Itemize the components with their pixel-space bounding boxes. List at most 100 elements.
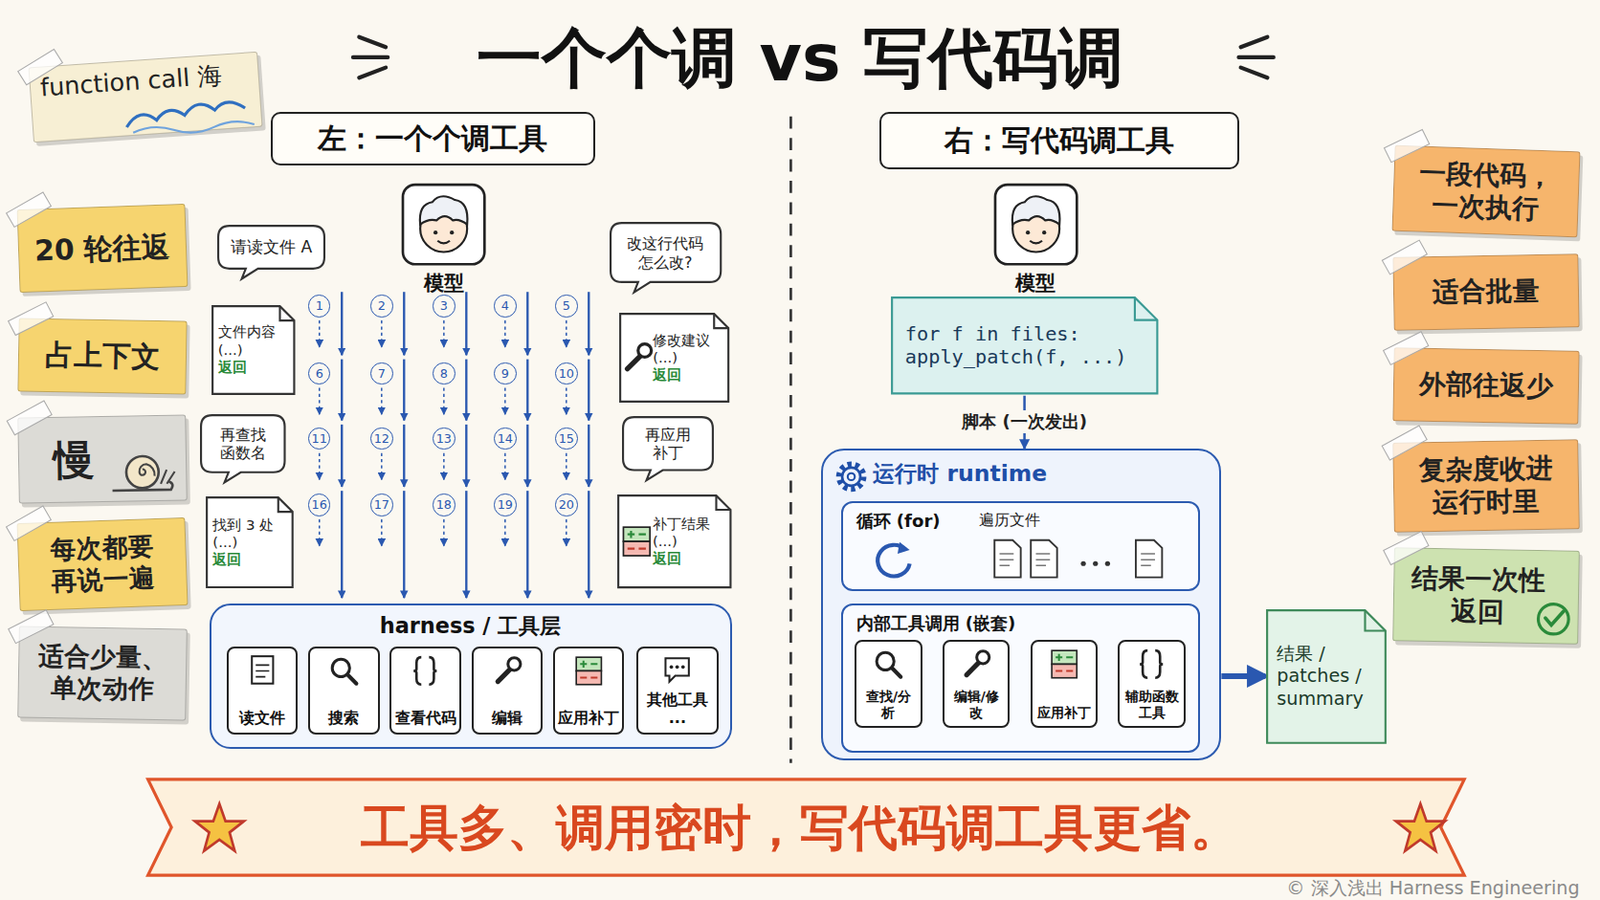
tool-box: 应用补丁 <box>1030 640 1098 729</box>
result-doc: 结果 / patches / summary <box>1265 608 1388 746</box>
tool-box: 编辑 <box>471 646 544 735</box>
caption: 工具多、调用密时，写代码调工具更省。 <box>255 796 1346 863</box>
node-text: harness / 工具层 <box>379 613 562 640</box>
callout-number: 13 <box>432 427 455 450</box>
sticky-note: 外部往返少 <box>1392 347 1579 424</box>
script-box: for f in files: apply_patch(f, ...) <box>889 295 1160 397</box>
tool-box: 搜索 <box>308 646 380 735</box>
sticky-note: 适合批量 <box>1392 253 1579 331</box>
node-text: 其他工具 ... <box>644 690 712 729</box>
node-text: 一段代码，一次执行 <box>1415 155 1556 226</box>
node-text: function call 海 <box>39 60 223 103</box>
tool-box: 应用补丁 <box>553 646 625 735</box>
node-text: 文件内容 (...) <box>218 323 282 358</box>
sticky-note: 结果一次性 返回 <box>1392 547 1580 645</box>
node-text: 返回 <box>218 358 247 377</box>
callout-number: 16 <box>308 493 331 516</box>
node-text: 遍历文件 <box>978 511 1041 531</box>
caption-banner <box>148 779 1466 876</box>
harness-layer: harness / 工具层读文件 搜索 查看代码 编辑 应用补丁 其他工具 ... <box>209 603 733 749</box>
node-text: for f in files: apply_patch(f, ...) <box>905 322 1139 370</box>
node-text: 再应用 补丁 <box>641 425 697 464</box>
speech-bubble: 再应用 补丁 <box>622 416 714 482</box>
callout-number: 2 <box>370 294 393 317</box>
callout-number: 6 <box>308 362 331 385</box>
callout-number: 15 <box>555 427 578 450</box>
node-text: 循环 (for) <box>856 511 941 533</box>
node-text: 辅助函数 工具 <box>1122 688 1180 722</box>
node-text: 编辑/修改 <box>947 688 1005 722</box>
node-text: 返回 <box>652 366 682 384</box>
runtime-box: 运行时 runtime 循环 (for) 遍历文件内部工具调用 (嵌套) 查找/分析编… <box>821 448 1222 761</box>
speech-bubble: 请读文件 A <box>217 224 326 281</box>
return-doc: 文件内容 (...)返回 <box>210 304 297 397</box>
node-text: 内部工具调用 (嵌套) <box>856 613 1017 635</box>
tool-box: 查找/分析 <box>854 640 922 729</box>
nested-call-panel: 内部工具调用 (嵌套) 查找/分析编辑/修改应用补丁 辅助函数 工具 <box>841 603 1200 754</box>
node-text: 每次都要 再说一遍 <box>43 531 163 598</box>
sticky-note: 每次都要 再说一遍 <box>17 517 189 612</box>
node-text: 结果 / patches / summary <box>1276 643 1377 711</box>
node-text: 运行时 runtime <box>872 460 1047 489</box>
callout-number: 1 <box>308 294 331 317</box>
node-text: 读文件 <box>239 709 286 729</box>
connector <box>1221 673 1266 680</box>
return-doc: 找到 3 处 (...)返回 <box>204 495 295 590</box>
node-text: 左：一个个调工具 <box>317 121 548 156</box>
node-text: 右：写代码调工具 <box>944 123 1175 158</box>
node-text: 应用补丁 <box>557 709 620 729</box>
callout-number: 9 <box>493 362 516 385</box>
node-text: 复杂度收进 运行时里 <box>1415 451 1557 519</box>
divider-line <box>789 116 793 764</box>
node-text: 适合少量、单次动作 <box>35 641 170 706</box>
callout-number: 19 <box>493 493 516 516</box>
edge-label: 脚本 (一次发出) <box>957 410 1091 434</box>
callout-number: 10 <box>555 362 578 385</box>
node-text: 找到 3 处 (...) <box>212 516 276 552</box>
sticky-note: 慢 <box>17 415 187 505</box>
watermark: © 深入浅出 Harness Engineering <box>1286 876 1579 900</box>
node-text: 模型 <box>423 270 465 296</box>
sticky-note: 一段代码，一次执行 <box>1391 144 1580 237</box>
node-text: 返回 <box>652 550 682 568</box>
node-text: 查看代码 <box>395 709 457 729</box>
node-text: 补丁结果 (...) <box>652 515 716 551</box>
callout-number: 4 <box>493 294 516 317</box>
node-text: 修改建议 (...) <box>652 332 716 367</box>
round-trip-arrows <box>319 291 590 599</box>
loop-panel: 循环 (for) 遍历文件 <box>841 501 1200 592</box>
node-text: 适合批量 <box>1431 274 1540 310</box>
node-text: 查找/分析 <box>859 688 917 722</box>
callout-number: 11 <box>308 427 331 450</box>
node-text: 搜索 <box>328 709 359 729</box>
node-text: 20 轮往返 <box>34 228 172 268</box>
node-text: 慢 <box>53 434 96 486</box>
speech-bubble: 改这行代码 怎么改? <box>609 222 722 294</box>
callout-number: 14 <box>493 427 516 450</box>
tool-box: 其他工具 ... <box>636 646 718 735</box>
return-doc: 补丁结果 (...)返回 <box>616 493 734 590</box>
node-text: 结果一次性 返回 <box>1406 561 1549 629</box>
node-text: 改这行代码 怎么改? <box>622 234 708 272</box>
tool-box: 辅助函数 工具 <box>1117 640 1185 729</box>
callout-number: 7 <box>370 362 393 385</box>
tool-box: 查看代码 <box>389 646 462 735</box>
callout-number: 18 <box>432 493 455 516</box>
node-text: 再查找 函数名 <box>215 425 271 464</box>
sticky-note: function call 海 <box>28 51 264 143</box>
callout-number: 12 <box>370 427 393 450</box>
node-text: 模型 <box>1015 270 1056 296</box>
tool-box: 读文件 <box>226 646 299 735</box>
node-text: 应用补丁 <box>1037 705 1091 722</box>
callout-number: 20 <box>555 493 578 516</box>
callout-number: 3 <box>432 294 455 317</box>
node-text: 占上下文 <box>44 337 161 376</box>
sticky-note: 复杂度收进 运行时里 <box>1392 439 1580 533</box>
shape-art <box>18 416 186 504</box>
header-box: 右：写代码调工具 <box>879 111 1239 170</box>
callout-number: 5 <box>555 294 578 317</box>
node-text: 编辑 <box>491 709 523 729</box>
sticky-note: 占上下文 <box>18 317 188 395</box>
speech-bubble: 再查找 函数名 <box>200 414 287 485</box>
